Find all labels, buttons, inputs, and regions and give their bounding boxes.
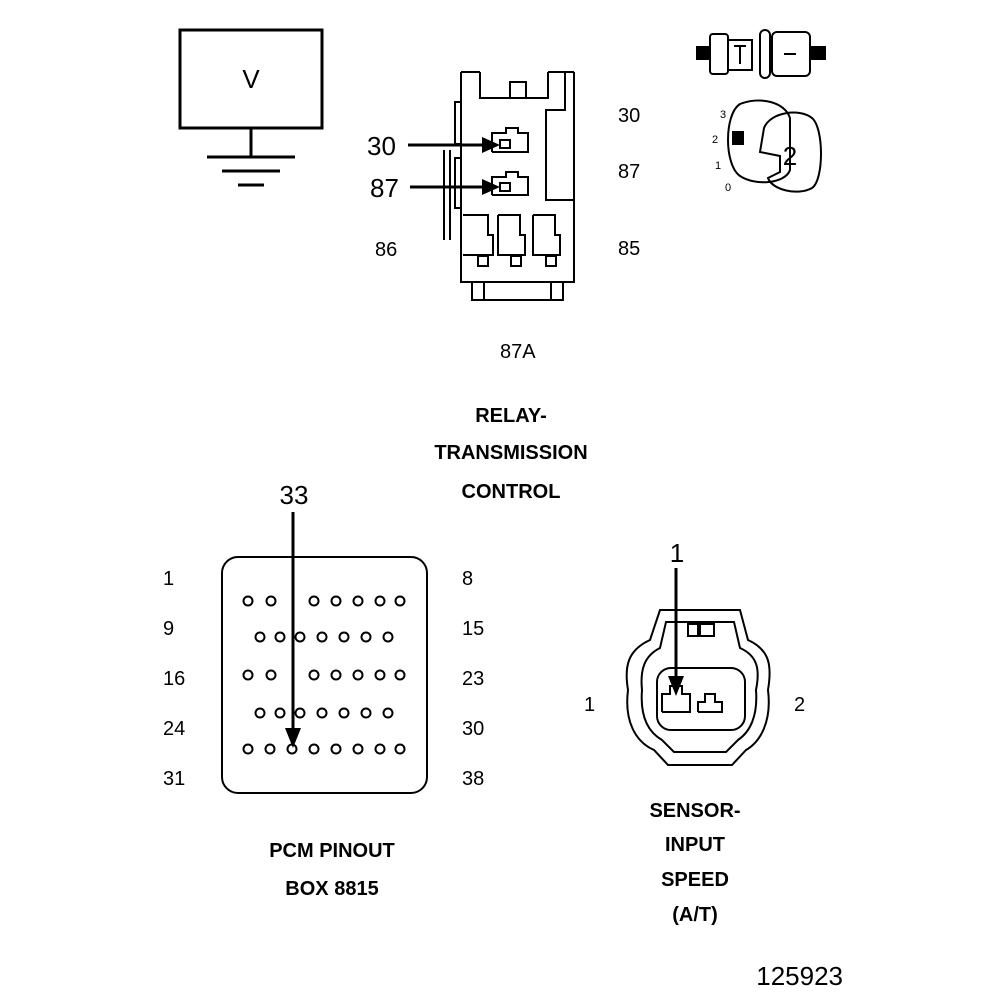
relay-pin-label-30: 30 (618, 105, 640, 127)
pcm-row-left-label: 16 (163, 668, 185, 690)
pcm-pin-hole (274, 631, 286, 643)
pcm-pin-hole (265, 669, 277, 681)
ground-icon (207, 128, 295, 187)
relay-connector: 30 87 30 87 86 85 87A RELAY- TRANSMISSIO… (367, 71, 640, 503)
pcm-body (221, 556, 428, 794)
pcm-pin-hole (242, 743, 254, 755)
relay-body (443, 71, 575, 301)
pcm-pin-hole (264, 743, 276, 755)
pcm-connector: 33 1 9 16 24 31 8 15 23 30 38 PCM PINOUT… (163, 480, 484, 900)
pcm-row-left-label: 24 (163, 718, 185, 740)
relay-title-line-2: TRANSMISSION (434, 442, 587, 464)
pcm-pin-hole (254, 631, 266, 643)
sensor-pin-label-2: 2 (794, 694, 805, 716)
relay-title-line-3: CONTROL (462, 481, 561, 503)
pcm-row-left-label: 1 (163, 568, 174, 590)
pcm-pin-hole (394, 743, 406, 755)
relay-pin-label-85: 85 (618, 238, 640, 260)
pcm-pin-hole (330, 743, 342, 755)
figure-id: 125923 (756, 961, 843, 991)
relay-terminal-86 (463, 214, 494, 267)
relay-arrow-30 (408, 137, 500, 153)
pcm-pin-hole (286, 743, 298, 755)
pcm-row-right-label: 30 (462, 718, 484, 740)
relay-terminal-30 (491, 127, 529, 153)
switch-position-0: 0 (725, 182, 731, 194)
pcm-pin-hole (352, 743, 364, 755)
pcm-pin-hole (274, 707, 286, 719)
pcm-pin-hole (338, 631, 350, 643)
relay-pin-label-87: 87 (618, 161, 640, 183)
sensor-arrow-label-1: 1 (670, 538, 684, 568)
voltmeter-symbol: V (242, 64, 260, 94)
pcm-pin-hole (330, 595, 342, 607)
pcm-pin-hole (308, 595, 320, 607)
pcm-pin-hole (265, 595, 277, 607)
sensor-connector: 1 1 2 SENSOR- INPUT SPEED (A/T) (584, 538, 805, 926)
pcm-row-right-label: 8 (462, 568, 473, 590)
sensor-title-line-2: INPUT (665, 834, 725, 856)
relay-terminal-87a (497, 214, 526, 267)
pcm-pin-hole (242, 669, 254, 681)
pcm-pin-hole (394, 595, 406, 607)
sensor-terminal-2 (697, 693, 723, 713)
pcm-pin-hole (254, 707, 266, 719)
pcm-pin-hole (374, 669, 386, 681)
pcm-row-left-label: 9 (163, 618, 174, 640)
pcm-pin-hole (338, 707, 350, 719)
pcm-title-line-1: PCM PINOUT (269, 840, 395, 862)
relay-pin-label-86: 86 (375, 239, 397, 261)
pcm-pin-hole (242, 595, 254, 607)
switch-position-1: 1 (715, 160, 721, 172)
pcm-pin-hole (382, 631, 394, 643)
selector-switch-icon: 3 2 1 0 2 (712, 99, 822, 194)
pcm-pin-hole (294, 707, 306, 719)
sensor-title-line-1: SENSOR- (649, 800, 740, 822)
relay-pin-label-87a: 87A (500, 341, 536, 363)
pcm-row-right-label: 23 (462, 668, 484, 690)
relay-title-line-1: RELAY- (475, 405, 547, 427)
switch-position-2: 2 (712, 134, 718, 146)
test-probe-icon (696, 29, 826, 79)
sensor-title-line-3: SPEED (661, 869, 729, 891)
pcm-row-right-label: 15 (462, 618, 484, 640)
relay-arrow-label-87: 87 (370, 173, 399, 203)
pcm-title-line-2: BOX 8815 (285, 878, 378, 900)
sensor-arrow-1 (668, 568, 684, 696)
sensor-terminal-1 (661, 685, 691, 713)
pcm-pin-grid (242, 595, 406, 755)
sensor-title-line-4: (A/T) (672, 904, 718, 926)
relay-terminal-87 (491, 171, 529, 196)
pcm-pin-hole (330, 669, 342, 681)
pcm-pin-hole (360, 631, 372, 643)
pcm-row-left-label: 31 (163, 768, 185, 790)
voltmeter: V (178, 28, 324, 187)
relay-arrow-87 (410, 179, 500, 195)
pcm-pin-hole (374, 743, 386, 755)
pcm-pin-hole (352, 595, 364, 607)
pcm-arrow-33 (285, 512, 301, 748)
pcm-pin-hole (382, 707, 394, 719)
pcm-row-right-label: 38 (462, 768, 484, 790)
pcm-pin-hole (374, 595, 386, 607)
pcm-pin-hole (316, 707, 328, 719)
pcm-pin-hole (308, 743, 320, 755)
pcm-arrow-label-33: 33 (280, 480, 309, 510)
relay-terminal-85 (532, 214, 561, 267)
relay-arrow-label-30: 30 (367, 131, 396, 161)
switch-position-3: 3 (720, 109, 726, 121)
pcm-pin-hole (316, 631, 328, 643)
sensor-pin-label-1: 1 (584, 694, 595, 716)
pcm-pin-hole (352, 669, 364, 681)
switch-selected-position: 2 (783, 141, 797, 171)
pcm-pin-hole (360, 707, 372, 719)
pcm-pin-hole (308, 669, 320, 681)
pcm-pin-hole (294, 631, 306, 643)
pcm-pin-hole (394, 669, 406, 681)
